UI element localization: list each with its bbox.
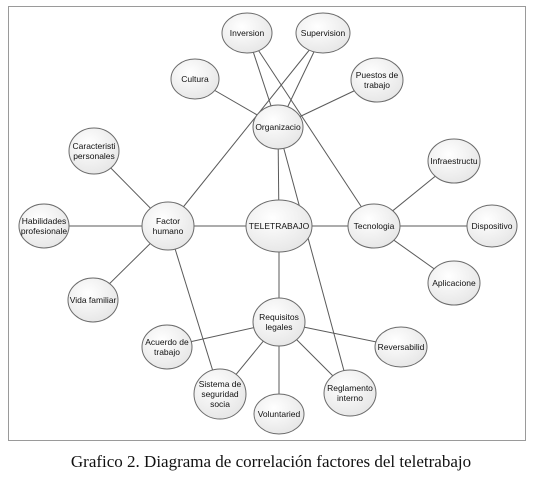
node-voluntariedad: Voluntaried bbox=[253, 393, 305, 435]
node-label: socia bbox=[210, 399, 230, 409]
node-ellipse bbox=[221, 12, 273, 54]
node-ellipse bbox=[295, 12, 351, 54]
node-label: Caracteristi bbox=[73, 141, 116, 151]
node-ellipse bbox=[374, 326, 428, 368]
node-label: TELETRABAJO bbox=[249, 221, 310, 231]
figure-caption: Grafico 2. Diagrama de correlación facto… bbox=[70, 452, 472, 471]
node-label: Factor bbox=[156, 216, 180, 226]
node-ellipse bbox=[141, 201, 195, 251]
node-label: Dispositivo bbox=[471, 221, 512, 231]
node-label: Requisitos bbox=[259, 312, 299, 322]
node-label: Vida familiar bbox=[70, 295, 117, 305]
node-reversabilidad: Reversabilid bbox=[374, 326, 428, 368]
node-ellipse bbox=[67, 277, 119, 323]
edge-tecnologia-inversion bbox=[246, 32, 375, 227]
node-dispositivos: Dispositivo bbox=[466, 204, 518, 248]
node-label: Aplicacione bbox=[432, 278, 476, 288]
node-label: seguridad bbox=[201, 389, 239, 399]
node-tecnologia: Tecnologia bbox=[347, 203, 401, 249]
node-label: Tecnologia bbox=[354, 221, 395, 231]
node-label: Voluntaried bbox=[258, 409, 301, 419]
node-label: Reglamento bbox=[327, 383, 373, 393]
node-ellipse bbox=[18, 203, 70, 249]
node-ellipse bbox=[350, 57, 404, 103]
node-aplicaciones: Aplicacione bbox=[427, 260, 481, 306]
node-label: trabajo bbox=[154, 347, 180, 357]
node-label: Reversabilid bbox=[378, 342, 425, 352]
node-label: humano bbox=[153, 226, 184, 236]
node-ellipse bbox=[427, 260, 481, 306]
node-label: trabajo bbox=[364, 80, 390, 90]
node-label: Puestos de bbox=[356, 70, 399, 80]
node-ellipse bbox=[252, 104, 304, 150]
node-label: Organizacio bbox=[255, 122, 301, 132]
node-ellipse bbox=[68, 127, 120, 175]
node-label: Sistema de bbox=[199, 379, 242, 389]
node-ellipse bbox=[193, 368, 247, 420]
node-label: profesionale bbox=[21, 226, 68, 236]
node-label: Acuerdo de bbox=[145, 337, 189, 347]
node-teletrabajo: TELETRABAJO bbox=[245, 199, 313, 253]
node-organizacion: Organizacio bbox=[252, 104, 304, 150]
node-label: Infraestructu bbox=[430, 156, 478, 166]
edge-factor-supervision bbox=[167, 32, 324, 227]
node-label: legales bbox=[266, 322, 293, 332]
node-ellipse bbox=[253, 393, 305, 435]
node-ellipse bbox=[252, 297, 306, 347]
node-ellipse bbox=[245, 199, 313, 253]
node-label: personales bbox=[73, 151, 115, 161]
node-vida: Vida familiar bbox=[67, 277, 119, 323]
node-label: Inversion bbox=[230, 28, 265, 38]
node-ellipse bbox=[427, 138, 481, 184]
node-ellipse bbox=[466, 204, 518, 248]
node-ellipse bbox=[170, 58, 220, 100]
node-label: Habilidades bbox=[22, 216, 66, 226]
node-label: interno bbox=[337, 393, 363, 403]
node-cultura: Cultura bbox=[170, 58, 220, 100]
node-infraestructura: Infraestructu bbox=[427, 138, 481, 184]
node-ellipse bbox=[347, 203, 401, 249]
node-supervision: Supervision bbox=[295, 12, 351, 54]
edge-organizacion-reglamento bbox=[277, 126, 351, 394]
node-inversion: Inversion bbox=[221, 12, 273, 54]
node-ellipse bbox=[323, 369, 377, 417]
node-ellipse bbox=[141, 324, 193, 370]
node-label: Supervision bbox=[301, 28, 346, 38]
edge-factor-sistema bbox=[167, 225, 221, 395]
node-label: Cultura bbox=[181, 74, 209, 84]
